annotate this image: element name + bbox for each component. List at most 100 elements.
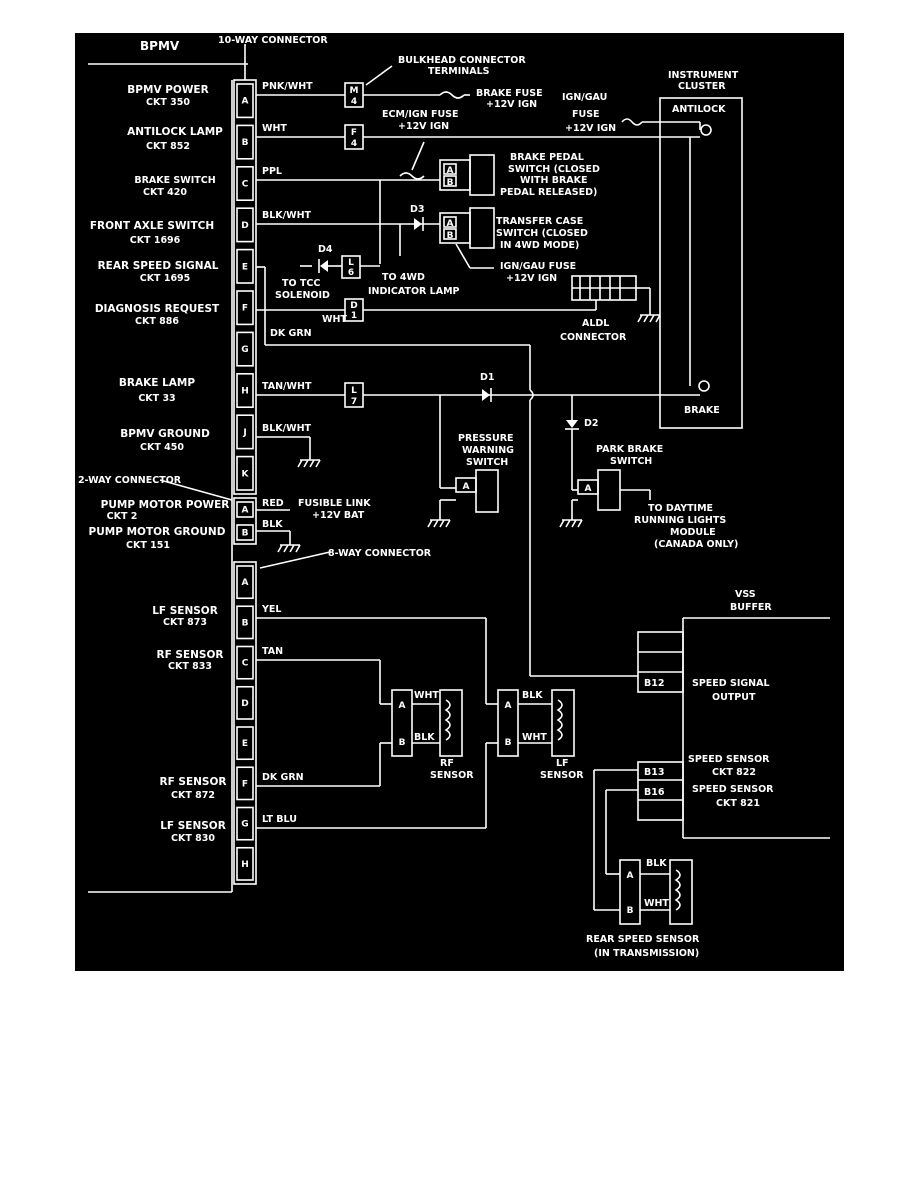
pressure-switch-label: SWITCH <box>466 457 508 468</box>
svg-text:B: B <box>447 178 454 188</box>
circuit-ckt: CKT 1696 <box>130 235 181 246</box>
connector-pin <box>236 331 254 367</box>
svg-text:A: A <box>463 482 470 492</box>
pin-b13: B13 <box>644 767 664 778</box>
diode-d2-label: D2 <box>584 418 599 429</box>
connector-pin <box>236 846 254 881</box>
connector-pin <box>236 524 254 541</box>
connector-pin <box>236 685 254 720</box>
transfer-case-label: TRANSFER CASE <box>496 216 583 227</box>
connector-pin <box>236 766 254 801</box>
drl-label: (CANADA ONLY) <box>654 539 738 550</box>
park-brake-switch: A <box>571 469 651 520</box>
sensor-wire-blk: BLK <box>646 858 667 869</box>
circuit-name: FRONT AXLE SWITCH <box>90 220 214 232</box>
brake-fuse-label: BRAKE FUSE <box>476 88 543 99</box>
wire-lt-blu: LT BLU <box>262 814 297 825</box>
sensor-wire-wht: WHT <box>644 898 669 909</box>
ecm-fuse-label: ECM/IGN FUSE <box>382 109 459 120</box>
circuit-name: DIAGNOSIS REQUEST <box>95 303 220 315</box>
fusible-link-label: FUSIBLE LINK <box>298 498 371 509</box>
svg-text:L: L <box>351 386 357 396</box>
ign-gau-fuse-label: IGN/GAU <box>562 92 607 103</box>
svg-text:1: 1 <box>351 311 357 321</box>
rear-speed-sensor-label: (IN TRANSMISSION) <box>594 948 699 959</box>
wire-dk-grn2: DK GRN <box>262 772 304 783</box>
ign-gau-fuse2-label: +12V IGN <box>506 273 557 284</box>
instrument-cluster-label: INSTRUMENT <box>668 70 739 81</box>
ground-icon <box>297 459 321 468</box>
circuit-ckt: CKT 33 <box>138 393 175 404</box>
wire-ppl: PPL <box>262 166 282 177</box>
drl-label: MODULE <box>670 527 716 538</box>
connector-pin-label: A <box>242 506 249 516</box>
circuit-ckt: CKT 151 <box>126 540 170 551</box>
to-4wd-label: TO 4WD <box>382 272 425 283</box>
pressure-switch-label: WARNING <box>462 445 514 456</box>
svg-text:B: B <box>627 906 634 916</box>
connector-10way-label: 10-WAY CONNECTOR <box>218 35 328 46</box>
connector-pin-label: H <box>241 387 249 397</box>
rear-speed-sensor: A B BLK WHT <box>619 858 693 925</box>
connector-pin <box>236 605 254 640</box>
lf-sensor-label: LF <box>556 758 569 769</box>
circuit-ckt: CKT 1695 <box>140 273 191 284</box>
circuit-ckt: CKT 420 <box>143 187 187 198</box>
speed-sensor-822-label: CKT 822 <box>712 767 756 778</box>
wire-blk-wht: BLK/WHT <box>262 210 312 221</box>
circuit-ckt: CKT 872 <box>171 790 215 801</box>
drl-label: RUNNING LIGHTS <box>634 515 726 526</box>
svg-text:A: A <box>447 166 454 176</box>
park-brake-label: SWITCH <box>610 456 652 467</box>
transfer-case-switch: AB <box>439 207 495 249</box>
connector-pin-label: H <box>241 860 249 870</box>
circuit-name: BRAKE LAMP <box>119 377 195 389</box>
wire-blk: BLK <box>262 519 283 530</box>
connector-pin-label: G <box>241 820 248 830</box>
circuit-ckt: CKT 852 <box>146 141 190 152</box>
pin-b16: B16 <box>644 787 665 798</box>
transfer-case-label: SWITCH (CLOSED <box>496 228 588 239</box>
svg-text:4: 4 <box>351 97 357 107</box>
wire-tan-wht: TAN/WHT <box>262 381 312 392</box>
circuit-name: RF SENSOR <box>159 776 226 788</box>
brake-lamp-label: BRAKE <box>684 405 720 416</box>
connector-pin <box>236 501 254 518</box>
wire-wht-diag: WHT <box>322 314 347 325</box>
speed-signal-label: SPEED SIGNAL <box>692 678 770 689</box>
circuit-name: BPMV GROUND <box>120 428 210 440</box>
circuit-name: REAR SPEED SIGNAL <box>98 260 219 272</box>
pin-b12: B12 <box>644 678 664 689</box>
ign-gau-fuse-label: FUSE <box>572 109 600 120</box>
rear-speed-sensor-label: REAR SPEED SENSOR <box>586 934 700 945</box>
wire-wht: WHT <box>262 123 287 134</box>
pressure-warning-switch: A <box>439 469 499 520</box>
connector-pin <box>236 414 254 450</box>
circuit-name: ANTILOCK LAMP <box>127 126 223 138</box>
svg-text:A: A <box>399 701 406 711</box>
wire-tan: TAN <box>262 646 283 657</box>
rf-sensor: A B WHT BLK <box>391 689 463 757</box>
wire-red: RED <box>262 498 284 509</box>
connector-pin-label: D <box>241 699 248 709</box>
circuit-ckt: CKT 2 <box>107 511 138 522</box>
speed-sensor-821-label: CKT 821 <box>716 798 760 809</box>
connector-pin-label: A <box>242 97 249 107</box>
instrument-cluster-label: CLUSTER <box>678 81 726 92</box>
svg-text:M: M <box>350 86 359 96</box>
brake-lamp-icon <box>698 380 710 392</box>
transfer-case-label: IN 4WD MODE) <box>500 240 579 251</box>
speed-sensor-821-label: SPEED SENSOR <box>692 784 774 795</box>
ground-icon <box>427 519 451 528</box>
speed-sensor-822-label: SPEED SENSOR <box>688 754 770 765</box>
lf-sensor: A B BLK WHT <box>497 689 575 757</box>
brake-pedal-switch-label: SWITCH (CLOSED <box>508 164 600 175</box>
connector-pin-label: B <box>242 138 249 148</box>
svg-text:B: B <box>447 231 454 241</box>
circuit-name: PUMP MOTOR POWER <box>101 499 230 511</box>
svg-text:A: A <box>447 219 454 229</box>
wire-blk-wht-gnd: BLK/WHT <box>262 423 312 434</box>
connector-pin-label: J <box>242 428 246 438</box>
